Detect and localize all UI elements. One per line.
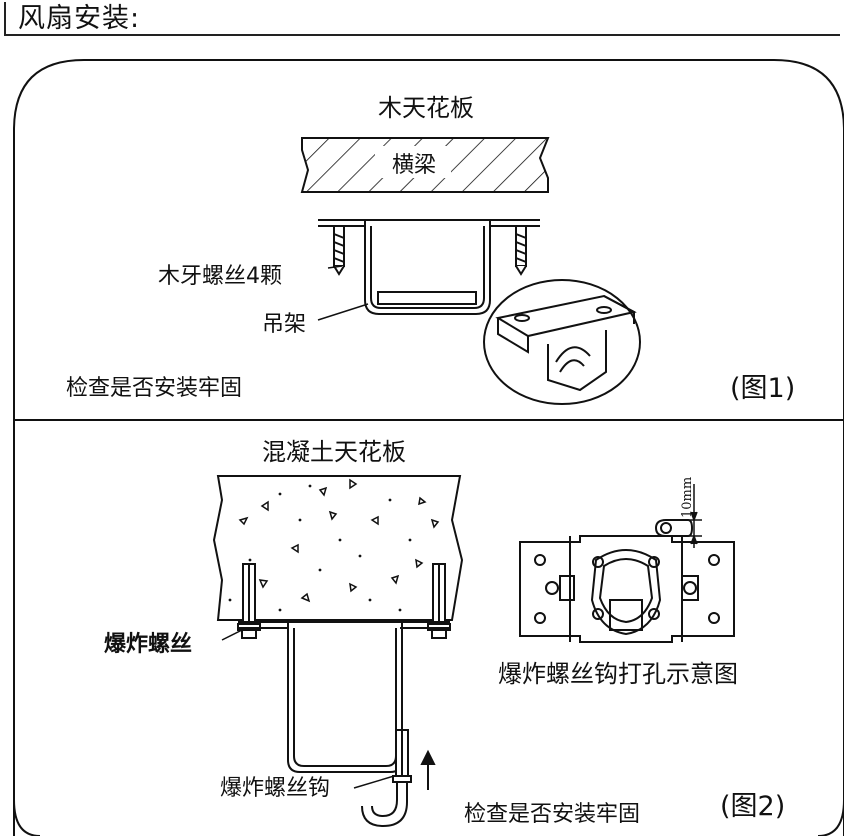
dimension-label: 10mm <box>680 476 695 518</box>
beam-label: 横梁 <box>392 153 437 178</box>
bracket-detail-circle <box>483 279 641 405</box>
drill-plate-diagram <box>519 535 735 643</box>
dimension-marker <box>686 484 702 548</box>
page-title: 风扇安装: <box>4 2 840 36</box>
hook-label: 爆炸螺丝钩 <box>220 776 331 801</box>
bracket-leader <box>317 303 369 321</box>
concrete-slab <box>212 475 464 621</box>
bracket-label: 吊架 <box>262 312 307 337</box>
wood-screw-right <box>515 225 527 276</box>
drill-caption: 爆炸螺丝钩打孔示意图 <box>498 660 738 688</box>
figure-label-1: (图1) <box>730 373 796 404</box>
anchor-bolt-label: 爆炸螺丝 <box>104 632 193 657</box>
wood-screw-left <box>333 225 345 276</box>
hook-leader <box>353 775 395 789</box>
wood-beam <box>300 137 550 193</box>
figure-label-2: (图2) <box>720 791 786 822</box>
bolt-leader <box>221 629 243 641</box>
expansion-hook <box>361 729 412 828</box>
check-text-2: 检查是否安装牢固 <box>464 802 641 827</box>
concrete-bracket <box>238 621 450 773</box>
wood-screw-label: 木牙螺丝4颗 <box>158 264 282 289</box>
outer-frame <box>13 59 844 836</box>
hook-slot-detail <box>654 519 694 537</box>
concrete-ceiling-title: 混凝土天花板 <box>262 438 406 466</box>
wood-ceiling-title: 木天花板 <box>378 94 474 122</box>
screw-leader <box>327 265 343 269</box>
up-arrow-icon <box>420 749 436 790</box>
check-text-1: 检查是否安装牢固 <box>66 376 243 401</box>
